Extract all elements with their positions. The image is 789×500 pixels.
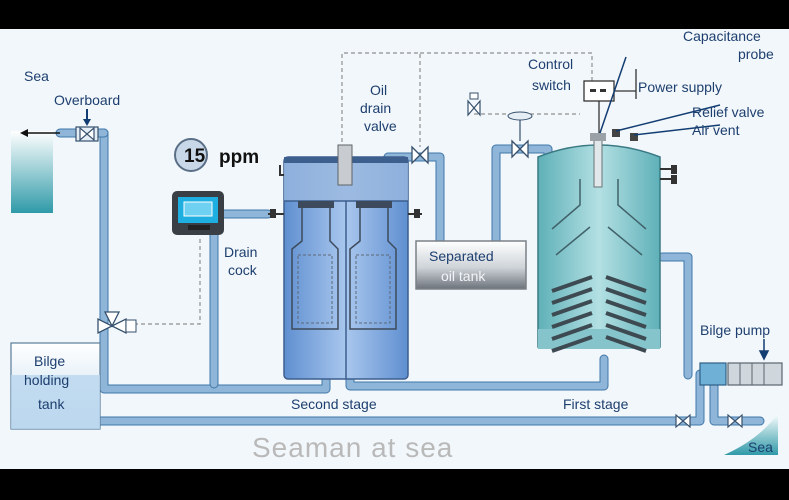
callout-lines [599,56,770,361]
label-relief-valve: Relief valve [692,104,765,120]
label-tank: tank [38,396,65,412]
ows-diagram: Sea Overboard 15 ppm Drain cock Oil drai… [10,29,783,463]
test-cocks-icon [660,165,677,184]
label-power-supply: Power supply [638,79,722,95]
watermark: Seaman at sea [252,432,453,463]
diagram-canvas: Sea Overboard 15 ppm Drain cock Oil drai… [0,29,789,469]
label-oil-tank: oil tank [441,268,486,284]
sea-right [724,413,778,455]
label-drain-valve-drain: drain [360,100,391,116]
ppm-unit: ppm [219,147,259,168]
label-cock: cock [228,262,258,278]
label-control: Control [528,56,573,72]
second-stage-tank [268,144,422,380]
label-drain-valve-valve: valve [364,118,397,134]
label-probe: probe [738,46,774,62]
piping [55,128,765,426]
sea-left [11,129,60,213]
oil-content-meter [172,138,224,235]
label-capacitance: Capacitance [683,29,761,44]
separated-oil-tank [415,240,527,290]
labels: Sea Overboard 15 ppm Drain cock Oil drai… [24,29,774,463]
label-bilge: Bilge [34,353,65,369]
ppm-value: 15 [184,146,206,167]
gate-valve-icon [467,92,533,159]
first-stage-tank [537,129,677,353]
sea-valve-icon [675,413,743,429]
label-switch: switch [532,77,571,93]
label-drain: Drain [224,244,257,260]
label-air-vent: Air vent [692,122,740,138]
label-sea-left: Sea [24,68,49,84]
label-bilge-pump: Bilge pump [700,322,770,338]
bilge-holding-tank [10,342,101,430]
bilge-pump-icon [699,362,783,386]
label-first-stage: First stage [563,396,629,412]
three-way-valve-icon [97,311,137,335]
overboard-valve-icon [75,109,99,142]
label-second-stage: Second stage [291,396,377,412]
oil-drain-valve-icon [411,145,429,165]
label-overboard: Overboard [54,92,120,108]
coalescer-plates [551,275,647,353]
label-oil: Oil [370,82,387,98]
label-holding: holding [24,372,69,388]
label-sea-right: Sea [748,439,773,455]
label-separated: Separated [429,248,494,264]
